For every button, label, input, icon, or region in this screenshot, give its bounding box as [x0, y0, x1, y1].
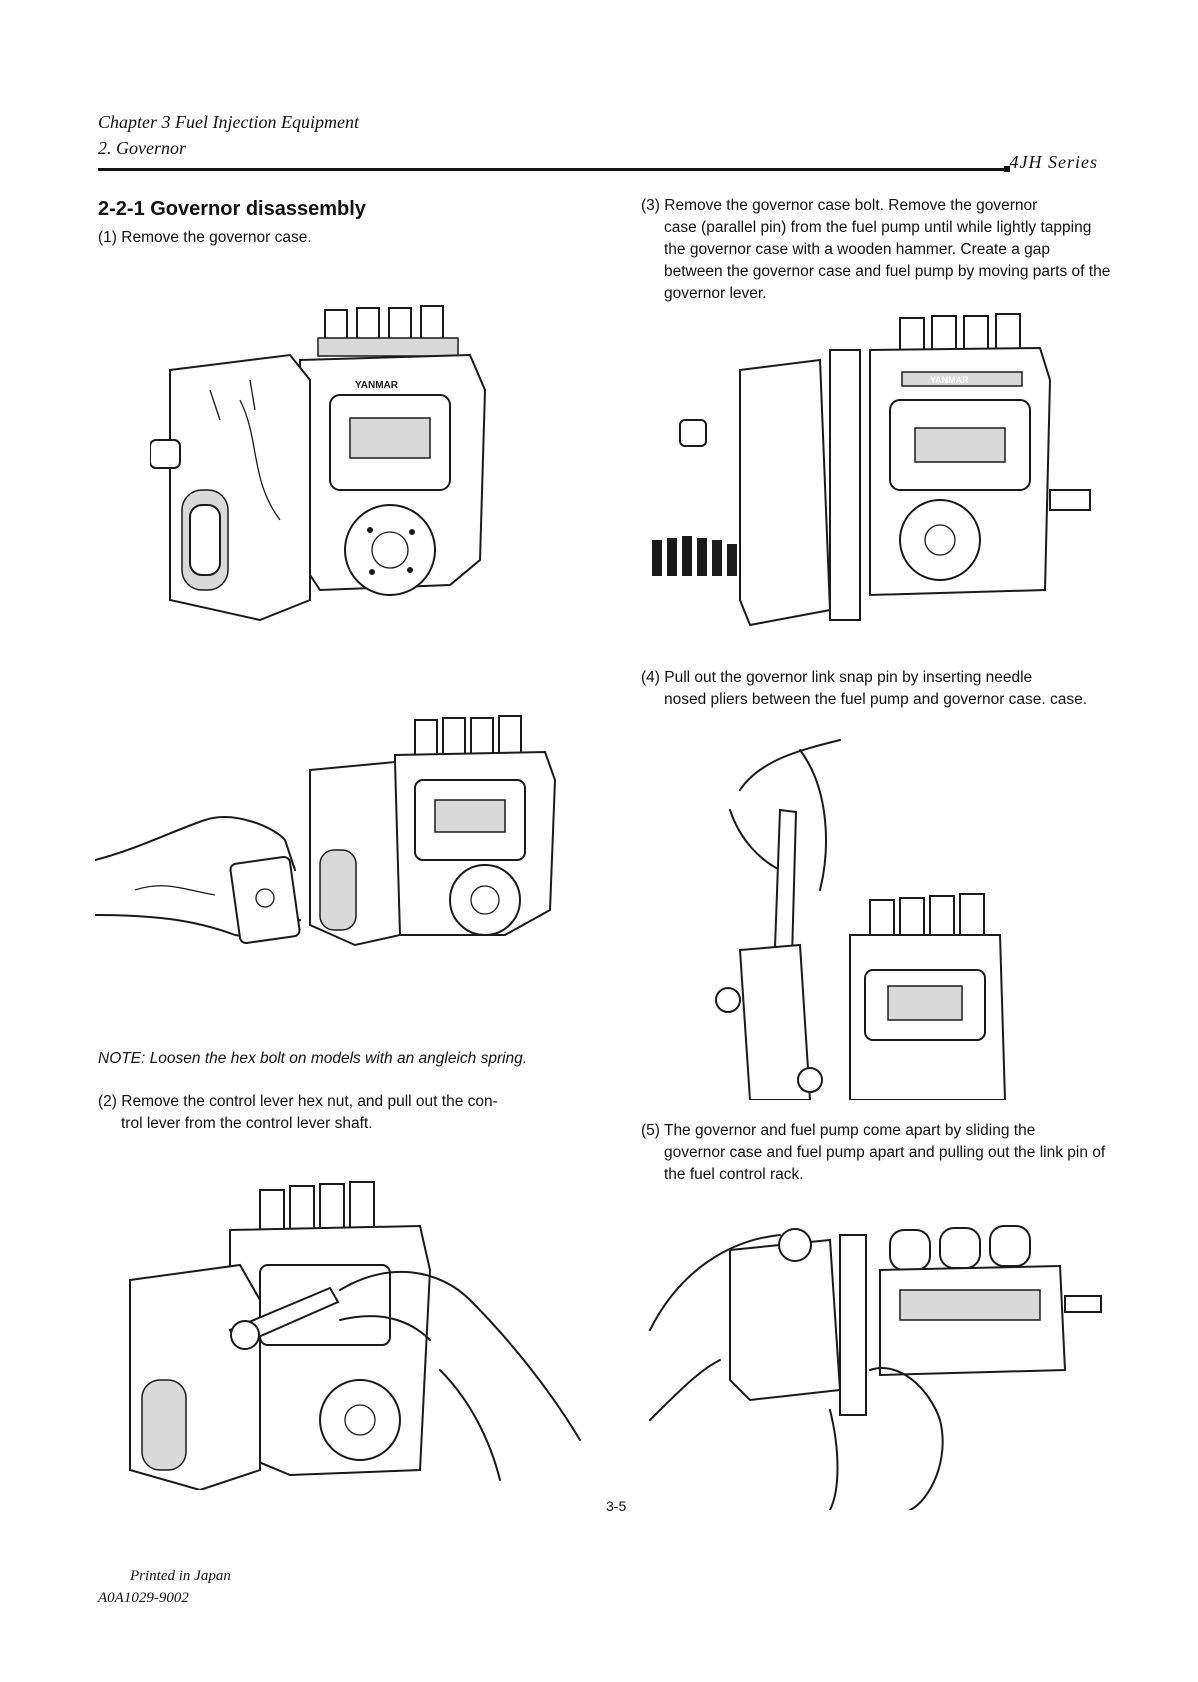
figure-governor-pump-separation: [640, 1210, 1120, 1510]
step-3-lead: (3) Remove the governor case bolt. Remov…: [641, 197, 1038, 214]
step-5-lead: (5) The governor and fuel pump come apar…: [641, 1122, 1036, 1139]
section-heading: 2-2-1 Governor disassembly: [98, 198, 366, 220]
step-5-text: (5) The governor and fuel pump come apar…: [641, 1120, 1116, 1186]
step-2-text: (2) Remove the control lever hex nut, an…: [98, 1091, 588, 1135]
bolts-icon: [652, 536, 737, 576]
pump-brand-text: YANMAR: [355, 380, 399, 391]
note-label: NOTE:: [98, 1050, 146, 1067]
figure-governor-case-removal: YANMAR: [150, 300, 530, 630]
figure-control-lever-nut: [110, 1170, 590, 1490]
pump-brand-text-2: YANMAR: [930, 375, 969, 385]
header-rule: [98, 168, 1004, 171]
series-label: 4JH Series: [1009, 152, 1098, 172]
note-text: NOTE: Loosen the hex bolt on models with…: [98, 1048, 588, 1070]
section-subtitle: 2. Governor: [98, 138, 186, 158]
step-4-lead: (4) Pull out the governor link snap pin …: [641, 669, 1033, 686]
step-3-continuation: case (parallel pin) from the fuel pump u…: [664, 219, 1111, 302]
note-body: Loosen the hex bolt on models with an an…: [149, 1050, 528, 1067]
document-code: A0A1029-9002: [98, 1590, 189, 1606]
chapter-title: Chapter 3 Fuel Injection Equipment: [98, 112, 359, 132]
step-5-continuation: governor case and fuel pump apart and pu…: [664, 1144, 1106, 1183]
step-2-lead: (2) Remove the control lever hex nut, an…: [98, 1093, 498, 1110]
step-4-continuation: nosed pliers between the fuel pump and g…: [664, 691, 1088, 708]
step-3-text: (3) Remove the governor case bolt. Remov…: [641, 195, 1111, 305]
step-2-continuation: trol lever from the control lever shaft.: [121, 1115, 373, 1132]
header-rule-end: [1004, 166, 1010, 172]
step-4-text: (4) Pull out the governor link snap pin …: [641, 667, 1111, 711]
figure-control-lever-removal: [95, 710, 585, 950]
figure-snap-pin-removal: [700, 730, 1080, 1100]
page-number: 3-5: [606, 1498, 627, 1514]
printed-in-japan: Printed in Japan: [130, 1568, 231, 1584]
step-1-text: (1) Remove the governor case.: [98, 229, 312, 246]
injector-nozzles-icon: [317, 305, 459, 357]
figure-governor-case-bolts: YANMAR: [640, 310, 1120, 630]
